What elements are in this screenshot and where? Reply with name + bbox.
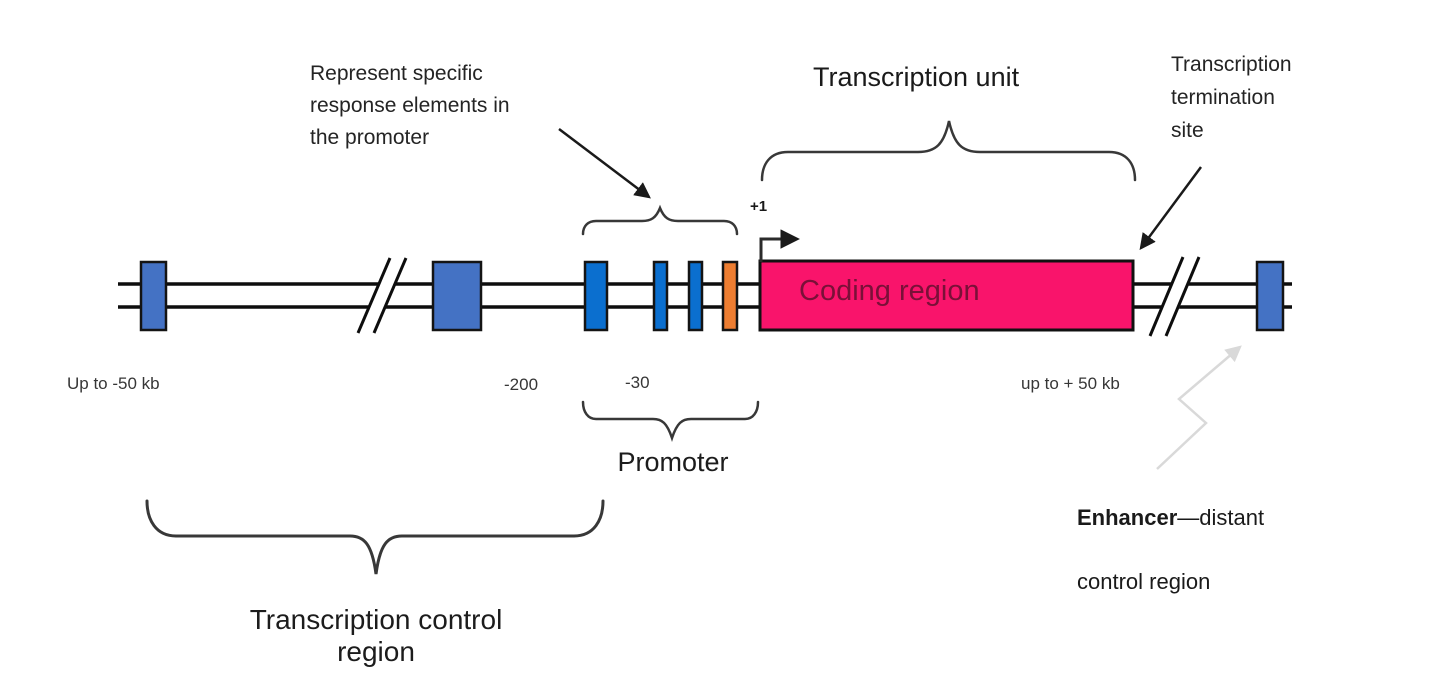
distance-label-minus-50kb: Up to -50 kb: [67, 374, 160, 393]
enhancer-label: Enhancer—distant control region: [1077, 470, 1264, 598]
position-label-minus-30: -30: [625, 373, 650, 392]
promoter-brace: [581, 400, 760, 442]
plus-one-label: +1: [750, 198, 768, 215]
termination-site-arrow: [1139, 166, 1203, 250]
distal-element-box-left: [139, 260, 168, 332]
strand-break-left-slash-1: [356, 257, 392, 334]
strand-break-right-gap: [1150, 255, 1201, 338]
enhancer-term: Enhancer: [1077, 505, 1178, 530]
position-label-minus-200: -200: [504, 375, 539, 394]
enhancer-line2: control region: [1077, 569, 1211, 594]
transcription-start-arrow: [759, 229, 800, 262]
control-region-brace: [145, 499, 605, 575]
promoter-label: Promoter: [617, 447, 729, 477]
strand-break-right-slash-1: [1148, 256, 1185, 337]
enhancer-dash-rest: —distant: [1177, 505, 1265, 530]
strand-break-left-slash-2: [372, 257, 408, 334]
response-elements-arrow: [558, 128, 651, 199]
coding-region-box: [758, 259, 1135, 332]
enhancer-element-box: [1255, 260, 1285, 332]
strand-break-left-gap: [358, 256, 408, 335]
promoter-element-box-1: [583, 260, 609, 332]
strand-break-right-slash-2: [1164, 256, 1201, 337]
enhancer-zigzag-arrow: [1156, 345, 1242, 470]
promoter-element-box-3: [687, 260, 704, 332]
response-elements-note: Represent specific response elements in …: [310, 62, 510, 149]
transcription-control-region-label: Transcription control region: [249, 604, 503, 667]
termination-site-label: Transcription termination site: [1171, 53, 1292, 142]
promoter-element-box-orange: [721, 260, 739, 332]
promoter-element-box-2: [652, 260, 669, 332]
coding-region-label: Coding region: [799, 275, 980, 307]
distance-label-plus-50kb: up to + 50 kb: [1021, 374, 1120, 393]
response-elements-brace: [581, 204, 739, 236]
upstream-element-box-200: [431, 260, 483, 332]
transcription-unit-label: Transcription unit: [813, 62, 1020, 92]
transcription-unit-brace: [760, 120, 1137, 182]
